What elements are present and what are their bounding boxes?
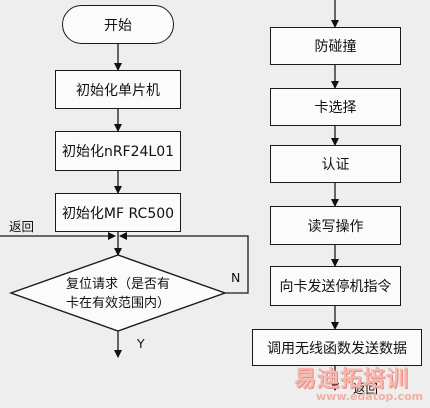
decision-line-1: 复位请求（是否有 — [65, 277, 170, 292]
process-send-halt: 向卡发送停机指令 — [270, 266, 401, 306]
process-wireless-send: 调用无线函数发送数据 — [252, 329, 422, 366]
no-label: N — [231, 270, 241, 285]
start-label: 开始 — [104, 17, 132, 34]
process-init-mfrc500: 初始化MF RC500 — [55, 193, 181, 232]
start-terminator: 开始 — [62, 5, 174, 44]
watermark-brand: 易迪拓培训 — [294, 367, 410, 392]
watermark-url: www.edatop.com — [316, 390, 424, 403]
return-bottom-label: 返回 — [353, 381, 379, 396]
process-init-nrf24l01: 初始化nRF24L01 — [55, 131, 181, 171]
process-anticollision: 防碰撞 — [270, 27, 401, 65]
yes-label: Y — [137, 336, 145, 351]
return-left-label: 返回 — [9, 219, 35, 234]
authenticate-label: 认证 — [321, 157, 350, 173]
read-write-label: 读写操作 — [307, 218, 364, 235]
process-card-select: 卡选择 — [270, 88, 401, 126]
decision-text: 复位请求（是否有 卡在有效范围内） — [54, 275, 182, 313]
init-nrf-label: 初始化nRF24L01 — [61, 144, 175, 160]
init-mf-label: 初始化MF RC500 — [61, 205, 175, 222]
process-init-mcu: 初始化单片机 — [55, 70, 181, 109]
anticollision-label: 防碰撞 — [314, 39, 357, 55]
decision-diamond — [8, 254, 228, 332]
init-mcu-label: 初始化单片机 — [76, 82, 160, 99]
no-loop-line — [119, 232, 249, 294]
process-authenticate: 认证 — [270, 145, 401, 183]
process-read-write: 读写操作 — [270, 206, 401, 245]
send-halt-label: 向卡发送停机指令 — [279, 279, 392, 295]
wireless-send-label: 调用无线函数发送数据 — [267, 340, 407, 357]
decision-line-2: 卡在有效范围内） — [65, 296, 170, 311]
card-select-label: 卡选择 — [314, 100, 357, 116]
